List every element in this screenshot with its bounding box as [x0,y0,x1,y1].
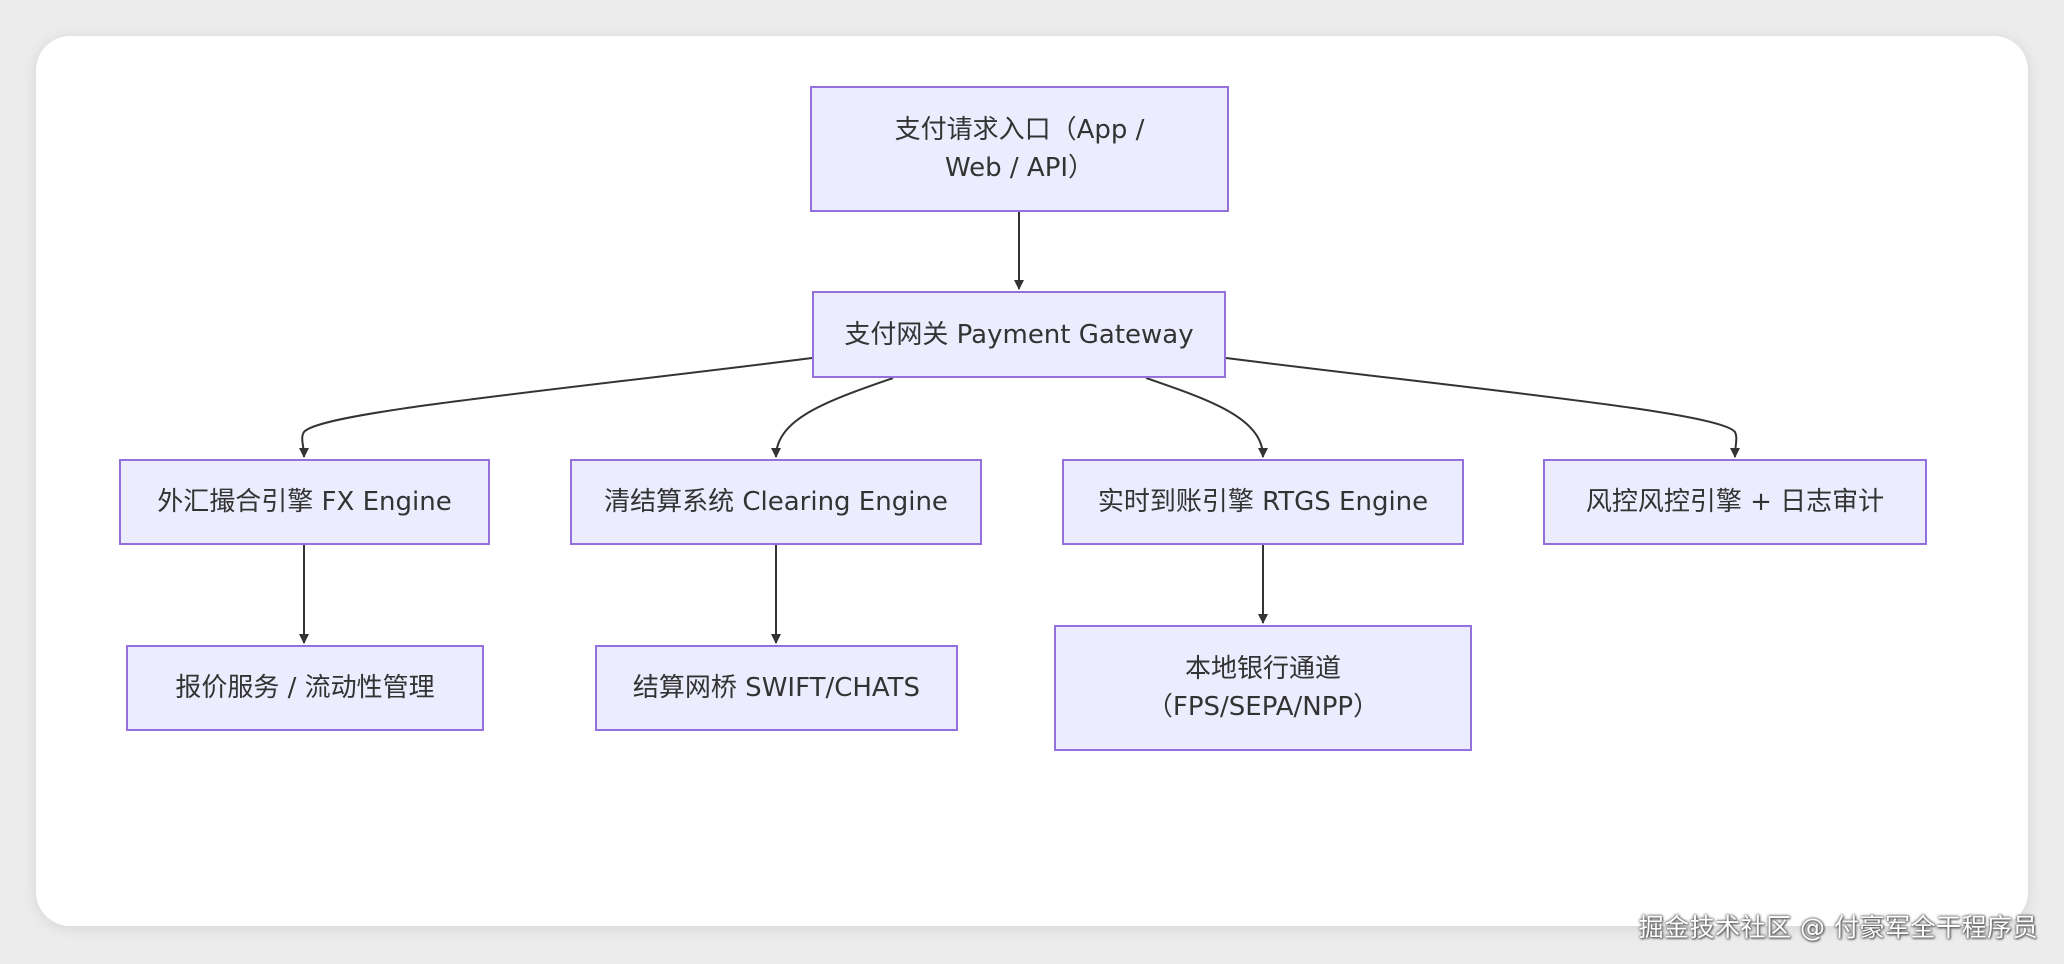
node-fx-engine: 外汇撮合引擎 FX Engine [119,459,490,545]
node-gateway-label: 支付网关 Payment Gateway [844,319,1194,350]
node-clearing-engine: 清结算系统 Clearing Engine [570,459,982,545]
node-settlement-bridge: 结算网桥 SWIFT/CHATS [595,645,958,731]
node-local-bank-channel-label: 本地银行通道（FPS/SEPA/NPP） [1146,654,1380,722]
node-entry: 支付请求入口（App / Web / API） [810,86,1229,212]
node-quote-liquidity-label: 报价服务 / 流动性管理 [175,673,435,703]
node-risk-audit-label: 风控风控引擎 + 日志审计 [1585,487,1885,517]
node-settlement-bridge-label: 结算网桥 SWIFT/CHATS [632,673,921,703]
node-fx-engine-label: 外汇撮合引擎 FX Engine [157,487,452,517]
edge-gateway-clearing [771,377,894,458]
edge-gateway-risk [1225,357,1741,458]
node-rtgs-engine-label: 实时到账引擎 RTGS Engine [1097,487,1429,517]
node-clearing-engine-label: 清结算系统 Clearing Engine [604,487,948,517]
edge-gateway-rtgs [1145,377,1268,458]
edge-gateway-fx [298,357,813,458]
node-gateway: 支付网关 Payment Gateway [812,291,1226,378]
watermark: 掘金技术社区 @ 付豪军全干程序员 [1638,913,2038,942]
node-risk-audit: 风控风控引擎 + 日志审计 [1543,459,1927,545]
node-local-bank-channel: 本地银行通道（FPS/SEPA/NPP） [1054,625,1472,751]
node-entry-label: 支付请求入口（App / Web / API） [894,115,1145,183]
node-rtgs-engine: 实时到账引擎 RTGS Engine [1062,459,1464,545]
node-quote-liquidity: 报价服务 / 流动性管理 [126,645,484,731]
